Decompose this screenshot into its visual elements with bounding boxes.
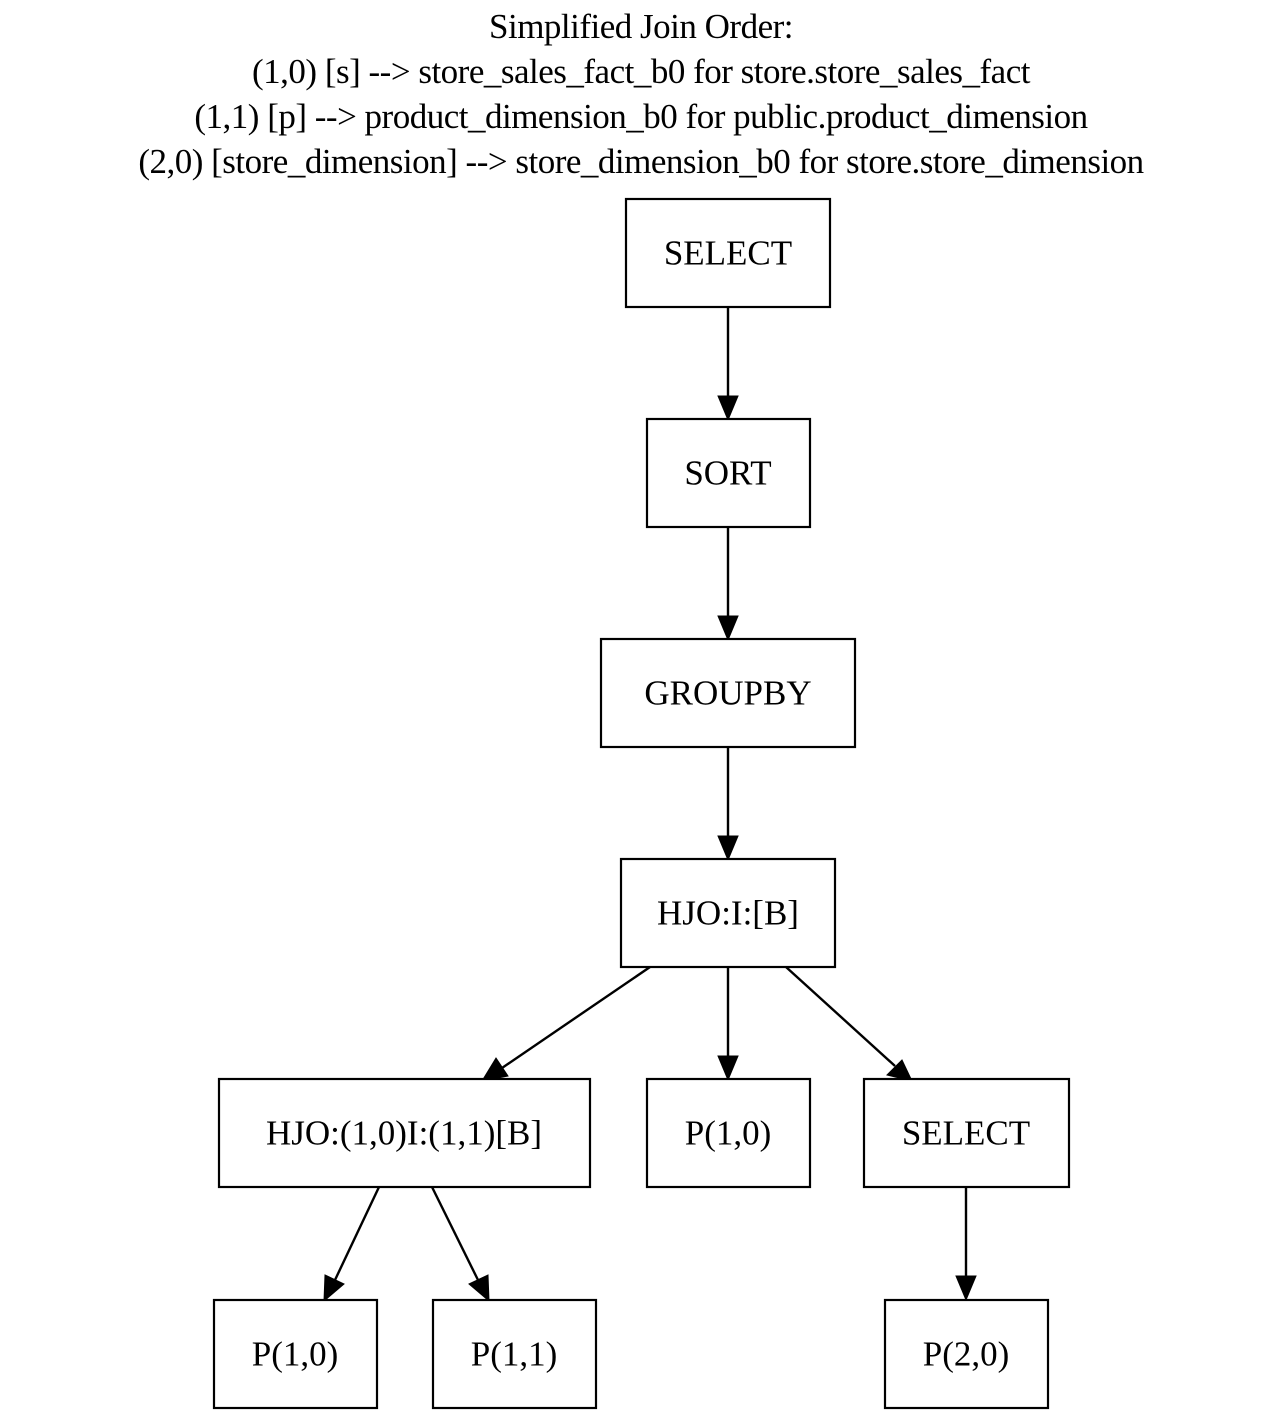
node-label: P(1,1) xyxy=(471,1335,558,1374)
node-label: HJO:I:[B] xyxy=(657,894,799,933)
edges xyxy=(323,307,977,1303)
node-label: HJO:(1,0)I:(1,1)[B] xyxy=(266,1114,542,1153)
edge-hjo-select xyxy=(785,966,896,1067)
header-line-2: (1,1) [p] --> product_dimension_b0 for p… xyxy=(194,97,1088,136)
node-label: GROUPBY xyxy=(644,674,811,713)
node-label: SELECT xyxy=(902,1114,1030,1153)
node-hjo-inner[interactable]: HJO:(1,0)I:(1,1)[B] xyxy=(217,1077,592,1189)
node-label: P(2,0) xyxy=(923,1335,1010,1374)
node-p11-leaf[interactable]: P(1,1) xyxy=(431,1298,598,1410)
node-groupby[interactable]: GROUPBY xyxy=(599,637,857,749)
join-order-header: Simplified Join Order: (1,0) [s] --> sto… xyxy=(0,4,1282,184)
node-p10-mid[interactable]: P(1,0) xyxy=(645,1077,812,1189)
node-sort[interactable]: SORT xyxy=(645,417,812,529)
header-line-1: (1,0) [s] --> store_sales_fact_b0 for st… xyxy=(252,52,1030,91)
header-title: Simplified Join Order: xyxy=(489,7,793,46)
node-hjo-root[interactable]: HJO:I:[B] xyxy=(619,857,837,969)
edge-inner-p10 xyxy=(333,1186,381,1281)
node-label: SORT xyxy=(684,454,771,493)
node-select-right[interactable]: SELECT xyxy=(862,1077,1071,1189)
node-label: P(1,0) xyxy=(252,1335,339,1374)
edge-hjo-inner xyxy=(501,966,651,1069)
header-line-3: (2,0) [store_dimension] --> store_dimens… xyxy=(138,142,1144,181)
node-label: P(1,0) xyxy=(685,1114,772,1153)
node-label: SELECT xyxy=(664,234,792,273)
edge-inner-p11 xyxy=(430,1186,480,1281)
node-p10-leaf[interactable]: P(1,0) xyxy=(212,1298,379,1410)
node-p20-leaf[interactable]: P(2,0) xyxy=(883,1298,1050,1410)
node-select-top[interactable]: SELECT xyxy=(624,197,832,309)
